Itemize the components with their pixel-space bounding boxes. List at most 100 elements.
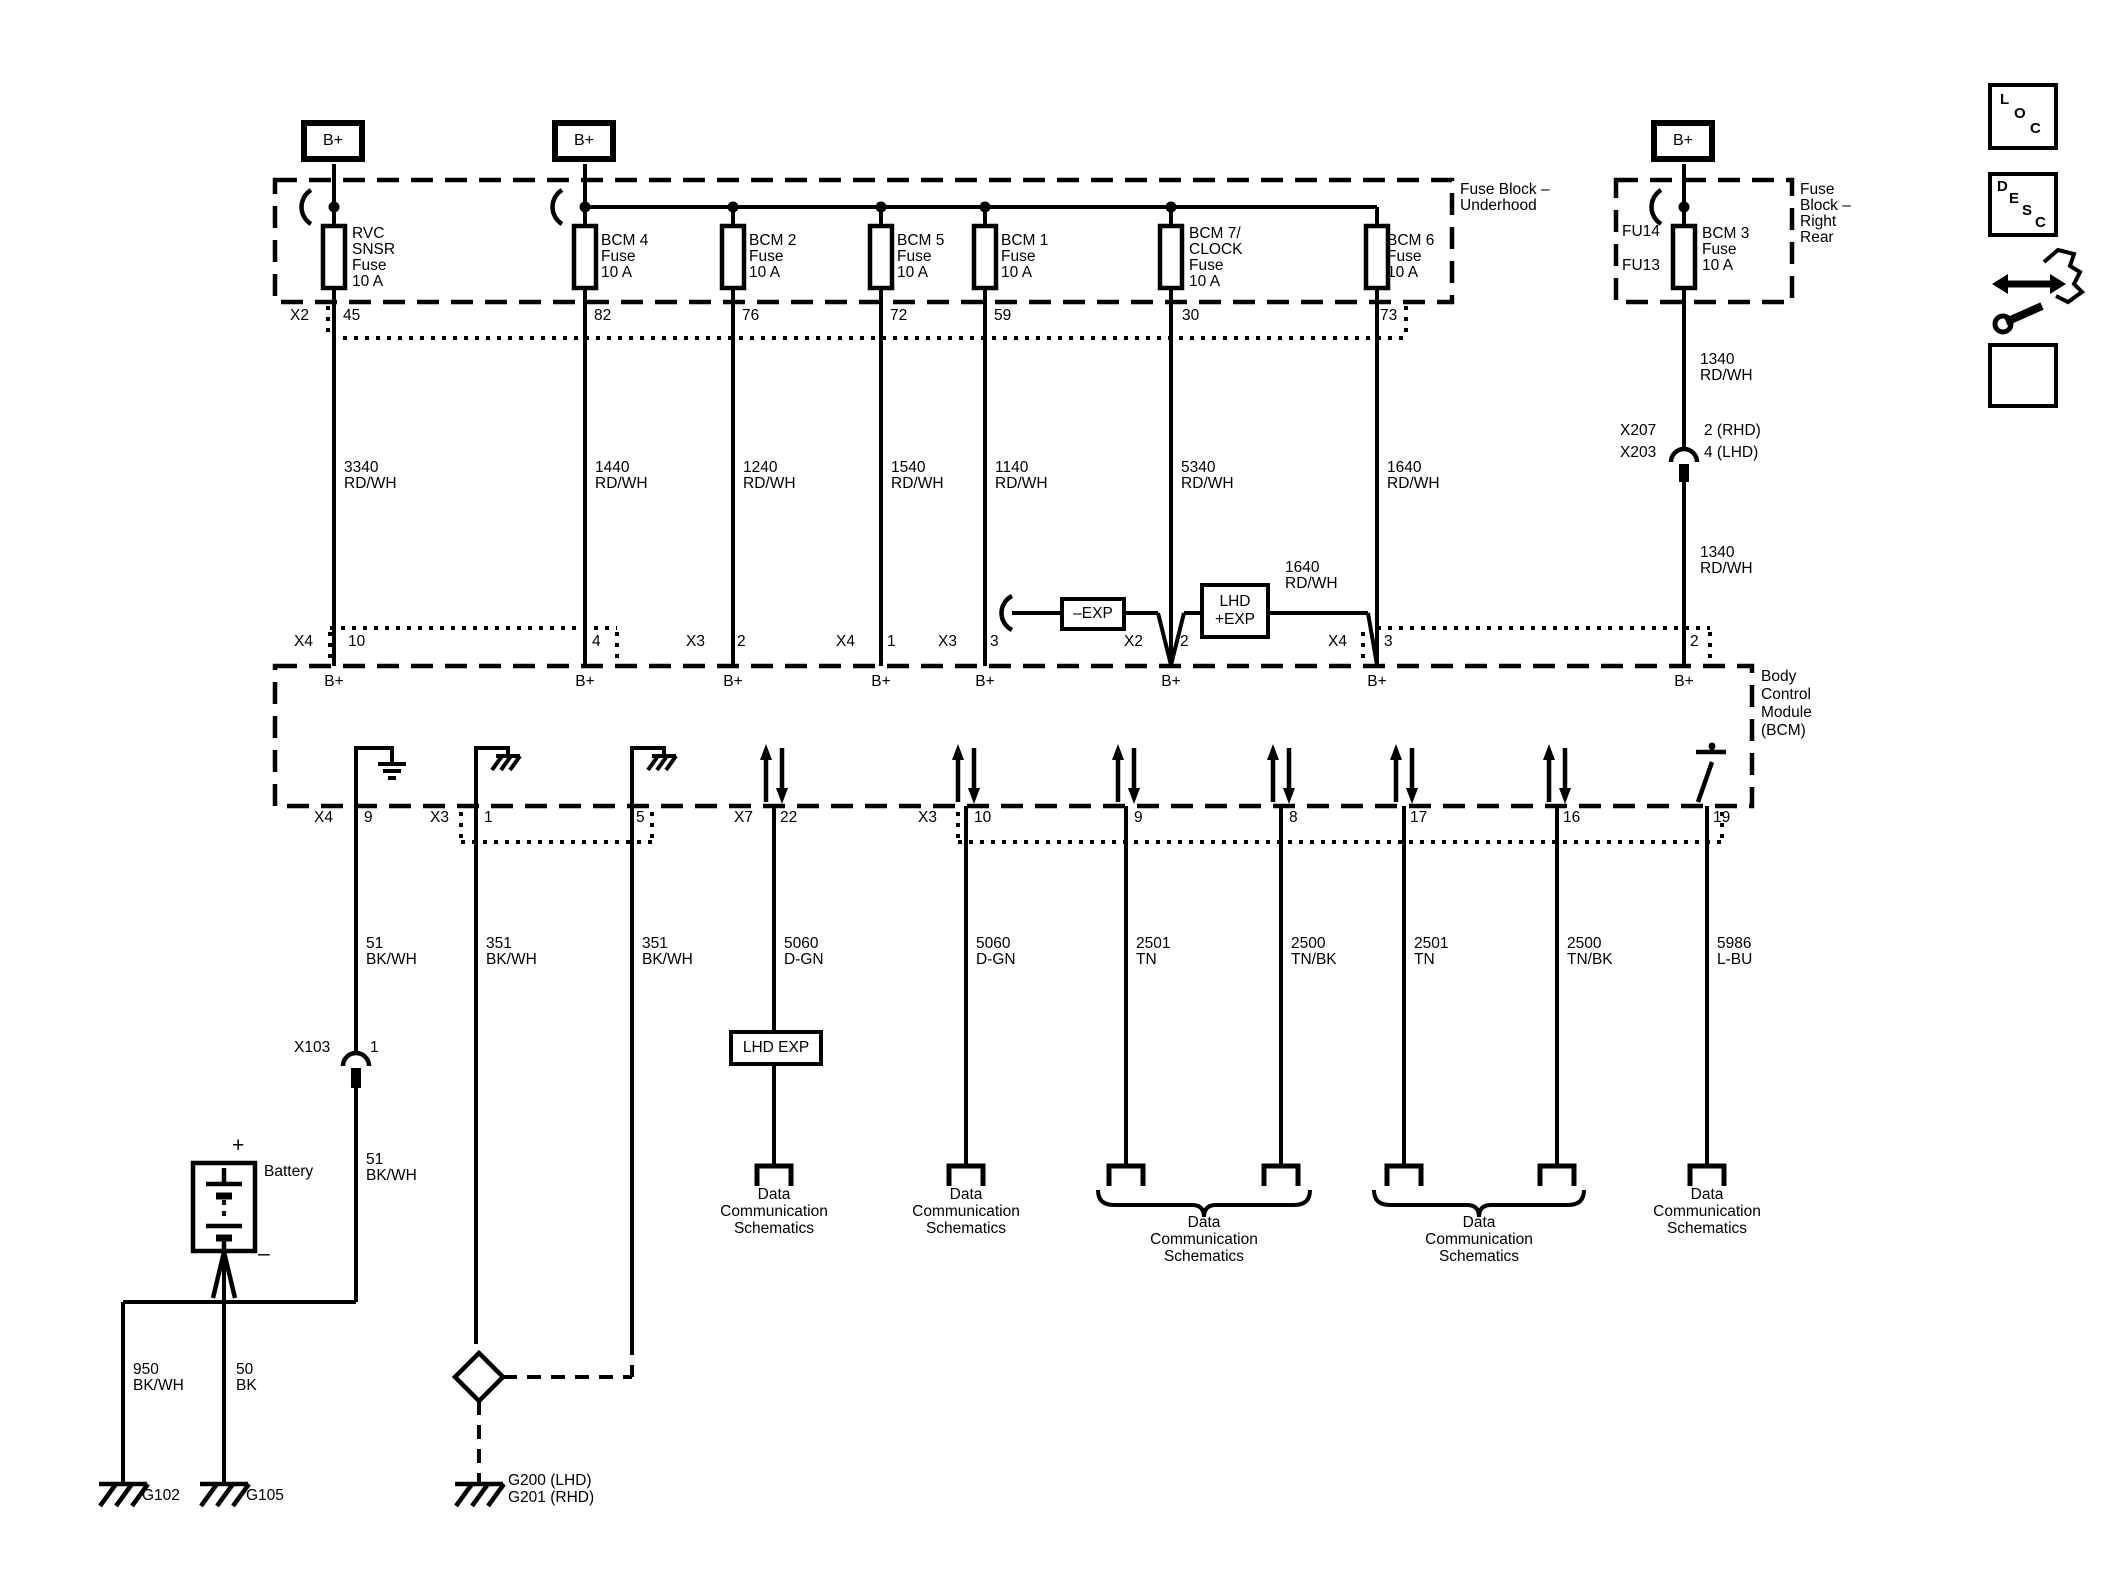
bcm-b-plus: B+ xyxy=(975,673,995,690)
wire-label: 5060 D-GN xyxy=(976,935,1016,968)
offpage-label-data-comm: Data Communication Schematics xyxy=(912,1186,1020,1237)
pin-number: 45 xyxy=(343,307,361,324)
b-plus-terminal: B+ xyxy=(552,120,616,162)
loc-letter: L xyxy=(2000,91,2010,108)
connector-label: X7 xyxy=(734,809,753,826)
wire-label: 2500 TN/BK xyxy=(1567,935,1613,968)
wire-label: 1140 RD/WH xyxy=(995,459,1048,492)
connector-label-x2: X2 xyxy=(290,307,309,324)
b-plus-terminal: B+ xyxy=(301,120,365,162)
fuse-position-label: FU14 xyxy=(1622,223,1660,240)
pin-number: 22 xyxy=(780,809,798,826)
offpage-label-data-comm: Data Communication Schematics xyxy=(1653,1186,1761,1237)
pin-number: 17 xyxy=(1410,809,1428,826)
battery-label: Battery xyxy=(264,1163,314,1180)
fuse-block-underhood-title: Fuse Block – Underhood xyxy=(1460,181,1550,214)
wire-label: 50 BK xyxy=(236,1361,257,1394)
pin-number: 2 xyxy=(1180,633,1189,650)
splice-symbol xyxy=(451,1330,634,1482)
ground-symbols xyxy=(98,1481,506,1508)
bcm-b-plus: B+ xyxy=(575,673,595,690)
wire-label: 1640 RD/WH xyxy=(1285,559,1338,592)
pin-number: 19 xyxy=(1713,809,1731,826)
offpage-label-data-comm: Data Communication Schematics xyxy=(1425,1214,1533,1265)
pin-number: 9 xyxy=(1134,809,1143,826)
inline-connector-pins: 2 (RHD) 4 (LHD) xyxy=(1704,422,1761,461)
fuse-label: BCM 5 Fuse 10 A xyxy=(897,232,945,281)
connector-label-x103: X103 xyxy=(294,1039,331,1056)
pin-number: 9 xyxy=(364,809,373,826)
bcm-b-plus: B+ xyxy=(871,673,891,690)
offpage-reference-icons xyxy=(754,1163,1727,1186)
pin-number: 82 xyxy=(594,307,612,324)
inline-connector-names: X207 X203 xyxy=(1620,422,1657,461)
fuse-label: RVC SNSR Fuse 10 A xyxy=(352,225,396,290)
pin-number: 1 xyxy=(887,633,896,650)
pin-number: 1 xyxy=(484,809,493,826)
desc-icon[interactable]: D E S C xyxy=(1988,172,2058,237)
wire-label: 5060 D-GN xyxy=(784,935,824,968)
fuse-label: BCM 3 Fuse 10 A xyxy=(1702,225,1750,274)
wire-label: 5340 RD/WH xyxy=(1181,459,1234,492)
fuse-block-underhood-outline xyxy=(272,177,1455,305)
g200-ground-icon xyxy=(454,1481,506,1508)
pin-number: 3 xyxy=(990,633,999,650)
connector-label: X4 xyxy=(294,633,313,650)
inline-connector-x103 xyxy=(340,1050,372,1088)
pin-number: 2 xyxy=(737,633,746,650)
bcm-title: Body Control Module (BCM) xyxy=(1761,668,1812,739)
fuse-symbols xyxy=(320,223,1698,291)
bcm-bidirectional-arrow-icons xyxy=(760,744,1571,804)
bcm-output-driver-icon xyxy=(1695,742,1726,803)
bcm-outline xyxy=(272,663,1755,809)
pin-number: 3 xyxy=(1384,633,1393,650)
pin-number: 10 xyxy=(974,809,992,826)
connector-label: X3 xyxy=(686,633,705,650)
wire-label: 5986 L-BU xyxy=(1717,935,1753,968)
earth-ground-icon xyxy=(354,746,406,806)
connector-dotted-lines xyxy=(326,306,1724,844)
wrench-arrow-icon xyxy=(1992,247,2086,335)
connector-label: X2 xyxy=(1124,633,1143,650)
fuse-block-right-rear-outline xyxy=(1613,177,1795,305)
pin-number: 1 xyxy=(370,1039,379,1056)
pin-number: 76 xyxy=(742,307,760,324)
desc-letter: E xyxy=(2009,190,2020,207)
wire-label: 1340 RD/WH xyxy=(1700,351,1753,384)
wire-label: 950 BK/WH xyxy=(133,1361,184,1394)
pin-number: 4 xyxy=(592,633,601,650)
fuse-label: BCM 6 Fuse 10 A xyxy=(1387,232,1435,281)
pin-number: 30 xyxy=(1182,307,1200,324)
minus-exp-box: –EXP xyxy=(1060,597,1126,631)
wire-label: 1540 RD/WH xyxy=(891,459,944,492)
component-dashed-boxes xyxy=(272,177,1795,809)
group-braces xyxy=(1096,1189,1586,1218)
fuse-block-right-rear-title: Fuse Block – Right Rear xyxy=(1800,181,1851,246)
bcm-b-plus: B+ xyxy=(723,673,743,690)
ground-label-g102: G102 xyxy=(142,1487,180,1504)
wire-label: 1240 RD/WH xyxy=(743,459,796,492)
lhd-plus-exp-box: LHD +EXP xyxy=(1200,583,1270,639)
bcm-b-plus: B+ xyxy=(324,673,344,690)
pin-number: 16 xyxy=(1563,809,1581,826)
wire-lines xyxy=(121,164,1709,1484)
pin-number: 8 xyxy=(1289,809,1298,826)
ground-label-g105: G105 xyxy=(246,1487,284,1504)
fuse-label: BCM 7/ CLOCK Fuse 10 A xyxy=(1189,225,1243,290)
connector-label: X3 xyxy=(918,809,937,826)
pin-number: 10 xyxy=(348,633,366,650)
loc-icon[interactable]: L O C xyxy=(1988,83,2058,150)
g105-ground-icon xyxy=(199,1481,251,1508)
desc-letter: C xyxy=(2035,214,2046,231)
fuse-label: BCM 1 Fuse 10 A xyxy=(1001,232,1049,281)
bcm-b-plus: B+ xyxy=(1674,673,1694,690)
wire-label: 1440 RD/WH xyxy=(595,459,648,492)
connector-label: X3 xyxy=(938,633,957,650)
next-page-arrow-box[interactable] xyxy=(1988,343,2058,408)
junction-dots xyxy=(328,201,1690,213)
fuse-position-label: FU13 xyxy=(1622,257,1660,274)
lhd-exp-box: LHD EXP xyxy=(729,1030,823,1066)
pin-number: 73 xyxy=(1380,307,1398,324)
offpage-label-data-comm: Data Communication Schematics xyxy=(1150,1214,1258,1265)
